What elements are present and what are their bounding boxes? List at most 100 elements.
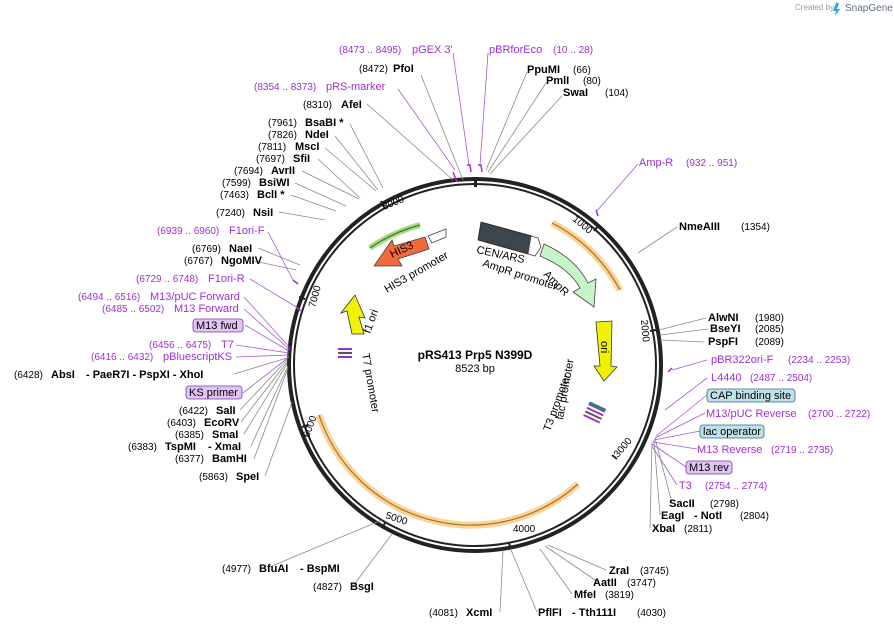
site-bfuai[interactable]: BfuAI	[259, 563, 288, 575]
site-sfii[interactable]: SfiI	[293, 153, 310, 165]
primer-pbluescriptks-pos: (6416 .. 6432)	[91, 352, 153, 363]
primer-m13fwd[interactable]: M13 Forward	[174, 303, 239, 315]
primer-pbr322orif[interactable]: pBR322ori-F	[711, 354, 774, 366]
primer-t7-pos: (6456 .. 6475)	[149, 340, 211, 351]
site-bfuai-pos: (4977)	[222, 564, 251, 575]
highlight-arc-his3-line	[369, 224, 421, 249]
primer-m13rev[interactable]: M13 Reverse	[697, 444, 762, 456]
primer-prsmarker[interactable]: pRS-marker	[326, 81, 386, 93]
site-xbai[interactable]: XbaI	[652, 523, 675, 535]
site-aatii-pos: (3747)	[627, 578, 656, 589]
site-ecorv[interactable]: EcoRV	[204, 417, 240, 429]
box-m13rev[interactable]	[685, 460, 733, 475]
primer-pbluescriptks[interactable]: pBluescriptKS	[163, 351, 232, 363]
site-nmeaiii-pos: (1354)	[741, 222, 770, 233]
site-xcmi-pos: (4081)	[429, 608, 458, 619]
site-tspmi-rest[interactable]: - XmaI	[208, 441, 241, 453]
site-tspmi-pos: (6383)	[128, 442, 157, 453]
site-zrai-pos: (3745)	[640, 566, 669, 577]
primer-pbr322orif-pos: (2234 .. 2253)	[788, 355, 850, 366]
site-ppumi[interactable]: PpuMI	[527, 64, 560, 76]
site-bamhi[interactable]: BamHI	[212, 453, 247, 465]
site-eagi-rest[interactable]: - NotI	[694, 510, 722, 522]
site-sacii-pos: (2798)	[710, 499, 739, 510]
site-pfoi[interactable]: PfoI	[393, 63, 414, 75]
primer-t3[interactable]: T3	[679, 480, 692, 492]
primer-f1orif[interactable]: F1ori-F	[229, 225, 265, 237]
site-bcli[interactable]: BclI *	[257, 189, 285, 201]
snapgene-logo-icon	[833, 3, 840, 16]
box-m13fwd[interactable]	[192, 318, 244, 333]
site-alwni-pos: (1980)	[755, 313, 784, 324]
site-sacii[interactable]: SacII	[669, 498, 695, 510]
site-zrai[interactable]: ZraI	[609, 565, 629, 577]
box-m13fwd-label: M13 fwd	[196, 320, 238, 332]
site-bsiwi[interactable]: BsiWI	[259, 177, 290, 189]
site-avrii[interactable]: AvrII	[271, 165, 295, 177]
site-msci[interactable]: MscI	[295, 141, 319, 153]
site-pspfi[interactable]: PspFI	[708, 336, 738, 348]
site-pflfi[interactable]: PflFI	[538, 607, 562, 619]
box-m13rev-label: M13 rev	[689, 462, 729, 474]
tick-8000: 8000	[381, 194, 406, 213]
site-swai[interactable]: SwaI	[563, 87, 588, 99]
primer-m13puc-rev[interactable]: M13/pUC Reverse	[706, 408, 796, 420]
primer-pgex3[interactable]: pGEX 3'	[412, 44, 453, 56]
site-nsii[interactable]: NsiI	[253, 207, 273, 219]
site-bsabi-pos: (7961)	[268, 118, 297, 129]
site-xbai-pos: (2811)	[684, 524, 712, 535]
site-pflfi-rest[interactable]: - Tth111I	[572, 607, 616, 619]
primer-pbrforeco-pos: (10 .. 28)	[553, 45, 593, 56]
site-bseyi[interactable]: BseYI	[710, 323, 741, 335]
site-naei[interactable]: NaeI	[229, 243, 252, 255]
site-naei-pos: (6769)	[192, 244, 221, 255]
site-alwni[interactable]: AlwNI	[708, 312, 739, 324]
site-ndei[interactable]: NdeI	[305, 129, 329, 141]
box-ks-primer[interactable]	[185, 385, 243, 400]
site-tspmi[interactable]: TspMI	[165, 441, 196, 453]
site-spei-pos: (5863)	[199, 472, 228, 483]
box-cap-binding-site[interactable]	[706, 388, 796, 403]
feature-f1-ori-arrow	[339, 294, 366, 335]
site-ecorv-pos: (6403)	[167, 418, 196, 429]
primer-ampr[interactable]: Amp-R	[639, 157, 673, 169]
site-eagi-pos: (2804)	[740, 511, 769, 522]
primer-m13puc-fwd-pos: (6494 .. 6516)	[78, 292, 140, 303]
primer-m13rev-pos: (2719 .. 2735)	[771, 445, 833, 456]
site-bsgi-pos: (4827)	[313, 582, 342, 593]
primer-t7[interactable]: T7	[221, 339, 234, 351]
box-ks-primer-label: KS primer	[189, 387, 238, 399]
box-lac-operator-label: lac operator	[703, 426, 761, 438]
site-bsabi[interactable]: BsaBI *	[305, 117, 344, 129]
site-ngomiv[interactable]: NgoMIV	[221, 255, 263, 267]
primer-f1orir[interactable]: F1ori-R	[208, 273, 245, 285]
primer-m13fwd-pos: (6485 .. 6502)	[102, 304, 164, 315]
site-bsgi[interactable]: BsgI	[350, 581, 374, 593]
site-ndei-pos: (7826)	[268, 130, 297, 141]
site-aatii[interactable]: AatII	[593, 577, 617, 589]
box-lac-operator[interactable]	[699, 424, 765, 439]
primer-l4440[interactable]: L4440	[711, 372, 742, 384]
credit-prefix: Created by	[795, 3, 834, 12]
connector-lines	[233, 71, 709, 613]
site-smai[interactable]: SmaI	[212, 429, 238, 441]
site-bfuai-rest[interactable]: - BspMI	[300, 563, 340, 575]
site-sfii-pos: (7697)	[256, 154, 285, 165]
primer-m13puc-fwd[interactable]: M13/pUC Forward	[150, 291, 240, 303]
tick-2000: 2000	[638, 319, 651, 343]
primer-ampr-pos: (932 .. 951)	[686, 158, 737, 169]
site-mfei[interactable]: MfeI	[574, 589, 596, 601]
site-absi[interactable]: AbsI	[51, 369, 75, 381]
site-spei[interactable]: SpeI	[236, 471, 259, 483]
primer-pbrforeco[interactable]: pBRforEco	[489, 44, 542, 56]
site-eagi[interactable]: EagI	[661, 510, 684, 522]
site-sali[interactable]: SalI	[216, 405, 236, 417]
site-nmeaiii[interactable]: NmeAIII	[679, 221, 720, 233]
site-bamhi-pos: (6377)	[175, 454, 204, 465]
site-afei[interactable]: AfeI	[341, 99, 362, 111]
site-absi-rest[interactable]: - PaeR7I - PspXI - XhoI	[86, 369, 203, 381]
site-pmli[interactable]: PmlI	[546, 75, 569, 87]
site-pflfi-pos: (4030)	[637, 608, 666, 619]
site-xcmi[interactable]: XcmI	[466, 607, 492, 619]
